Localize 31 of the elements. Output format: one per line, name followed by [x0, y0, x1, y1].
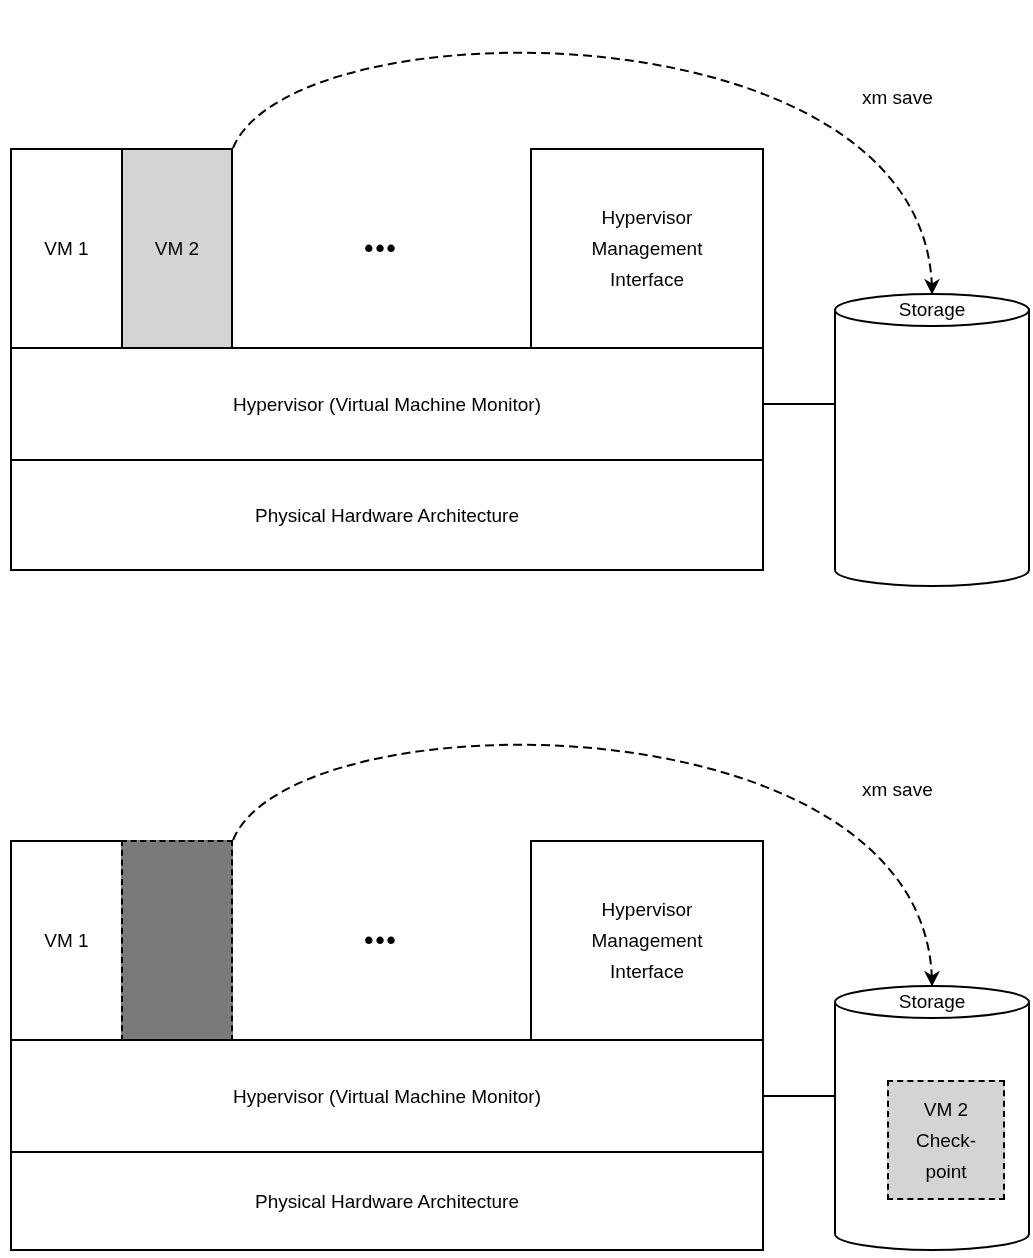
box-label: VM 2 — [154, 237, 200, 261]
box-label: Hypervisor Management Interface — [590, 898, 704, 984]
layer-box — [10, 459, 764, 571]
empty-box — [121, 840, 233, 1041]
connector-line — [763, 403, 835, 405]
layer-box — [10, 840, 123, 1041]
layer-box — [10, 347, 764, 461]
box-label: Physical Hardware Architecture — [255, 1189, 519, 1214]
box-label: Hypervisor Management Interface — [590, 206, 704, 292]
layer-box — [530, 148, 764, 349]
layer-box — [121, 148, 233, 349]
box-label: Hypervisor (Virtual Machine Monitor) — [233, 392, 541, 417]
storage-cylinder — [834, 293, 1030, 587]
dashed-arrow — [232, 51, 938, 295]
checkpoint-box — [887, 1080, 1005, 1200]
box-label: VM 1 — [44, 929, 89, 953]
storage-label: Storage — [898, 299, 966, 320]
ellipsis-label: ••• — [364, 925, 398, 955]
storage-label: Storage — [898, 991, 966, 1012]
layer-box — [530, 840, 764, 1041]
layer-box — [10, 1151, 764, 1251]
box-label: Hypervisor (Virtual Machine Monitor) — [233, 1084, 541, 1109]
connector-line — [763, 1095, 835, 1097]
dashed-arrow — [232, 743, 938, 987]
layer-box — [10, 148, 123, 349]
layer-box — [10, 1039, 764, 1153]
box-label: VM 1 — [44, 237, 89, 261]
box-label: Physical Hardware Architecture — [255, 503, 519, 528]
storage-cylinder — [834, 985, 1030, 1251]
ellipsis-label: ••• — [364, 233, 398, 263]
box-label: VM 2 Check-point — [915, 1097, 977, 1184]
